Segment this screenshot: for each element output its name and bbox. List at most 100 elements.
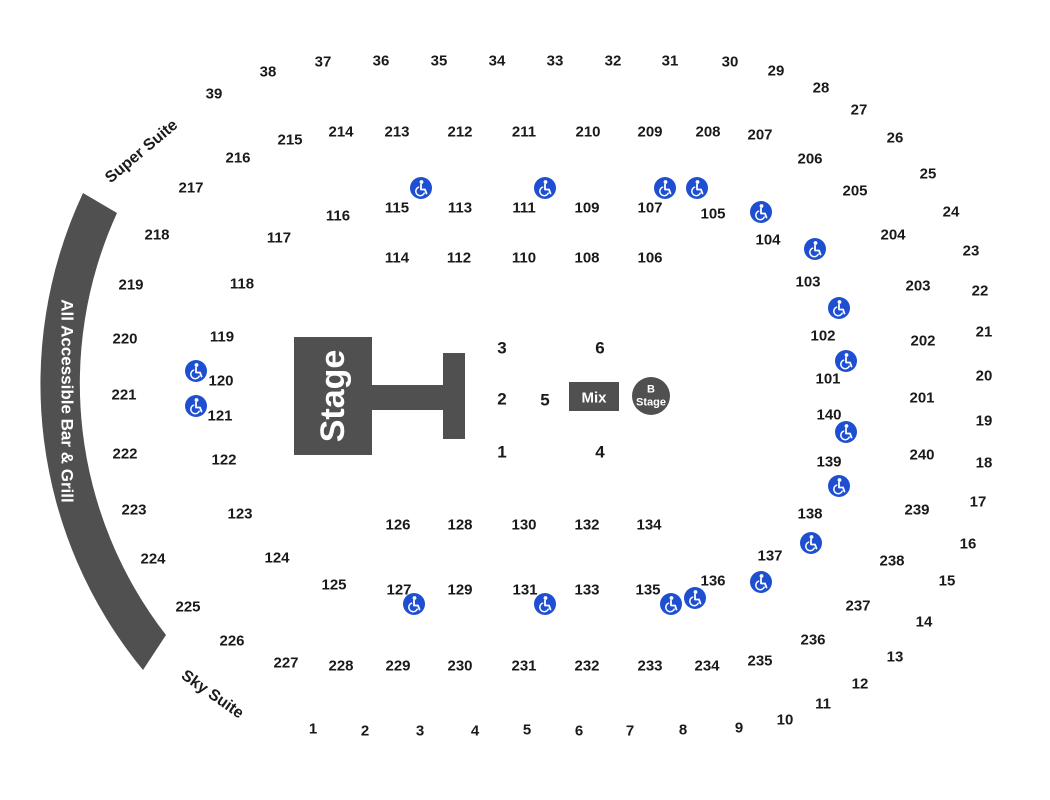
section-207[interactable]: 207 xyxy=(747,126,773,144)
section-215[interactable]: 215 xyxy=(277,131,303,149)
section-229[interactable]: 229 xyxy=(385,657,411,675)
section-6-suite[interactable]: 6 xyxy=(574,722,584,740)
section-25-suite[interactable]: 25 xyxy=(919,165,937,183)
section-20-suite[interactable]: 20 xyxy=(975,367,993,385)
section-10-suite[interactable]: 10 xyxy=(776,711,794,729)
section-131[interactable]: 131 xyxy=(512,581,538,599)
section-202[interactable]: 202 xyxy=(910,332,936,350)
section-117[interactable]: 117 xyxy=(266,229,292,247)
section-232[interactable]: 232 xyxy=(574,657,600,675)
section-2-floor[interactable]: 2 xyxy=(497,389,507,409)
section-105[interactable]: 105 xyxy=(700,205,726,223)
section-204[interactable]: 204 xyxy=(880,226,906,244)
section-126[interactable]: 126 xyxy=(385,516,411,534)
section-219[interactable]: 219 xyxy=(118,276,144,294)
section-17-suite[interactable]: 17 xyxy=(969,493,987,511)
section-220[interactable]: 220 xyxy=(112,330,138,348)
section-104[interactable]: 104 xyxy=(755,231,781,249)
section-221[interactable]: 221 xyxy=(111,386,137,404)
section-140[interactable]: 140 xyxy=(816,406,842,424)
section-37-suite[interactable]: 37 xyxy=(314,53,332,71)
section-21-suite[interactable]: 21 xyxy=(975,323,993,341)
section-110[interactable]: 110 xyxy=(511,249,537,267)
section-14-suite[interactable]: 14 xyxy=(915,613,933,631)
section-240[interactable]: 240 xyxy=(909,446,935,464)
section-31-suite[interactable]: 31 xyxy=(661,52,679,70)
section-118[interactable]: 118 xyxy=(229,275,255,293)
section-136[interactable]: 136 xyxy=(700,572,726,590)
section-211[interactable]: 211 xyxy=(511,123,537,141)
section-108[interactable]: 108 xyxy=(574,249,600,267)
section-24-suite[interactable]: 24 xyxy=(942,203,960,221)
section-7-suite[interactable]: 7 xyxy=(625,722,635,740)
section-26-suite[interactable]: 26 xyxy=(886,129,904,147)
section-234[interactable]: 234 xyxy=(694,657,720,675)
section-132[interactable]: 132 xyxy=(574,516,600,534)
section-4-suite[interactable]: 4 xyxy=(470,722,480,740)
section-217[interactable]: 217 xyxy=(178,179,204,197)
section-114[interactable]: 114 xyxy=(384,249,410,267)
section-122[interactable]: 122 xyxy=(211,451,237,469)
section-30-suite[interactable]: 30 xyxy=(721,53,739,71)
section-124[interactable]: 124 xyxy=(264,549,290,567)
section-27-suite[interactable]: 27 xyxy=(850,101,868,119)
section-107[interactable]: 107 xyxy=(637,199,663,217)
section-123[interactable]: 123 xyxy=(227,505,253,523)
section-23-suite[interactable]: 23 xyxy=(962,242,980,260)
section-2-suite[interactable]: 2 xyxy=(360,722,370,740)
section-13-suite[interactable]: 13 xyxy=(886,648,904,666)
section-32-suite[interactable]: 32 xyxy=(604,52,622,70)
section-130[interactable]: 130 xyxy=(511,516,537,534)
section-125[interactable]: 125 xyxy=(321,576,347,594)
section-127[interactable]: 127 xyxy=(386,581,412,599)
section-113[interactable]: 113 xyxy=(447,199,473,217)
section-101[interactable]: 101 xyxy=(815,370,841,388)
section-205[interactable]: 205 xyxy=(842,182,868,200)
section-36-suite[interactable]: 36 xyxy=(372,52,390,70)
section-230[interactable]: 230 xyxy=(447,657,473,675)
section-203[interactable]: 203 xyxy=(905,277,931,295)
section-102[interactable]: 102 xyxy=(810,327,836,345)
section-137[interactable]: 137 xyxy=(757,547,783,565)
section-224[interactable]: 224 xyxy=(140,550,166,568)
section-38-suite[interactable]: 38 xyxy=(259,63,277,81)
section-33-suite[interactable]: 33 xyxy=(546,52,564,70)
section-238[interactable]: 238 xyxy=(879,552,905,570)
section-212[interactable]: 212 xyxy=(447,123,473,141)
section-223[interactable]: 223 xyxy=(121,501,147,519)
section-116[interactable]: 116 xyxy=(325,207,351,225)
section-19-suite[interactable]: 19 xyxy=(975,412,993,430)
section-209[interactable]: 209 xyxy=(637,123,663,141)
section-112[interactable]: 112 xyxy=(446,249,472,267)
section-239[interactable]: 239 xyxy=(904,501,930,519)
section-16-suite[interactable]: 16 xyxy=(959,535,977,553)
section-138[interactable]: 138 xyxy=(797,505,823,523)
section-218[interactable]: 218 xyxy=(144,226,170,244)
section-121[interactable]: 121 xyxy=(207,407,233,425)
section-106[interactable]: 106 xyxy=(637,249,663,267)
section-129[interactable]: 129 xyxy=(447,581,473,599)
section-119[interactable]: 119 xyxy=(209,328,235,346)
section-11-suite[interactable]: 11 xyxy=(815,695,831,713)
section-210[interactable]: 210 xyxy=(575,123,601,141)
section-216[interactable]: 216 xyxy=(225,149,251,167)
section-6-floor[interactable]: 6 xyxy=(595,338,605,358)
section-115[interactable]: 115 xyxy=(384,199,410,217)
section-226[interactable]: 226 xyxy=(219,632,245,650)
section-236[interactable]: 236 xyxy=(800,631,826,649)
section-5-floor[interactable]: 5 xyxy=(540,390,550,410)
section-208[interactable]: 208 xyxy=(695,123,721,141)
section-18-suite[interactable]: 18 xyxy=(975,454,993,472)
section-39-suite[interactable]: 39 xyxy=(205,85,223,103)
section-3-floor[interactable]: 3 xyxy=(497,338,507,358)
section-139[interactable]: 139 xyxy=(816,453,842,471)
section-235[interactable]: 235 xyxy=(747,652,773,670)
section-231[interactable]: 231 xyxy=(511,657,537,675)
section-133[interactable]: 133 xyxy=(574,581,600,599)
section-111[interactable]: 111 xyxy=(512,199,536,217)
section-5-suite[interactable]: 5 xyxy=(522,721,532,739)
section-12-suite[interactable]: 12 xyxy=(851,675,869,693)
section-22-suite[interactable]: 22 xyxy=(971,282,989,300)
section-225[interactable]: 225 xyxy=(175,598,201,616)
section-227[interactable]: 227 xyxy=(273,654,299,672)
